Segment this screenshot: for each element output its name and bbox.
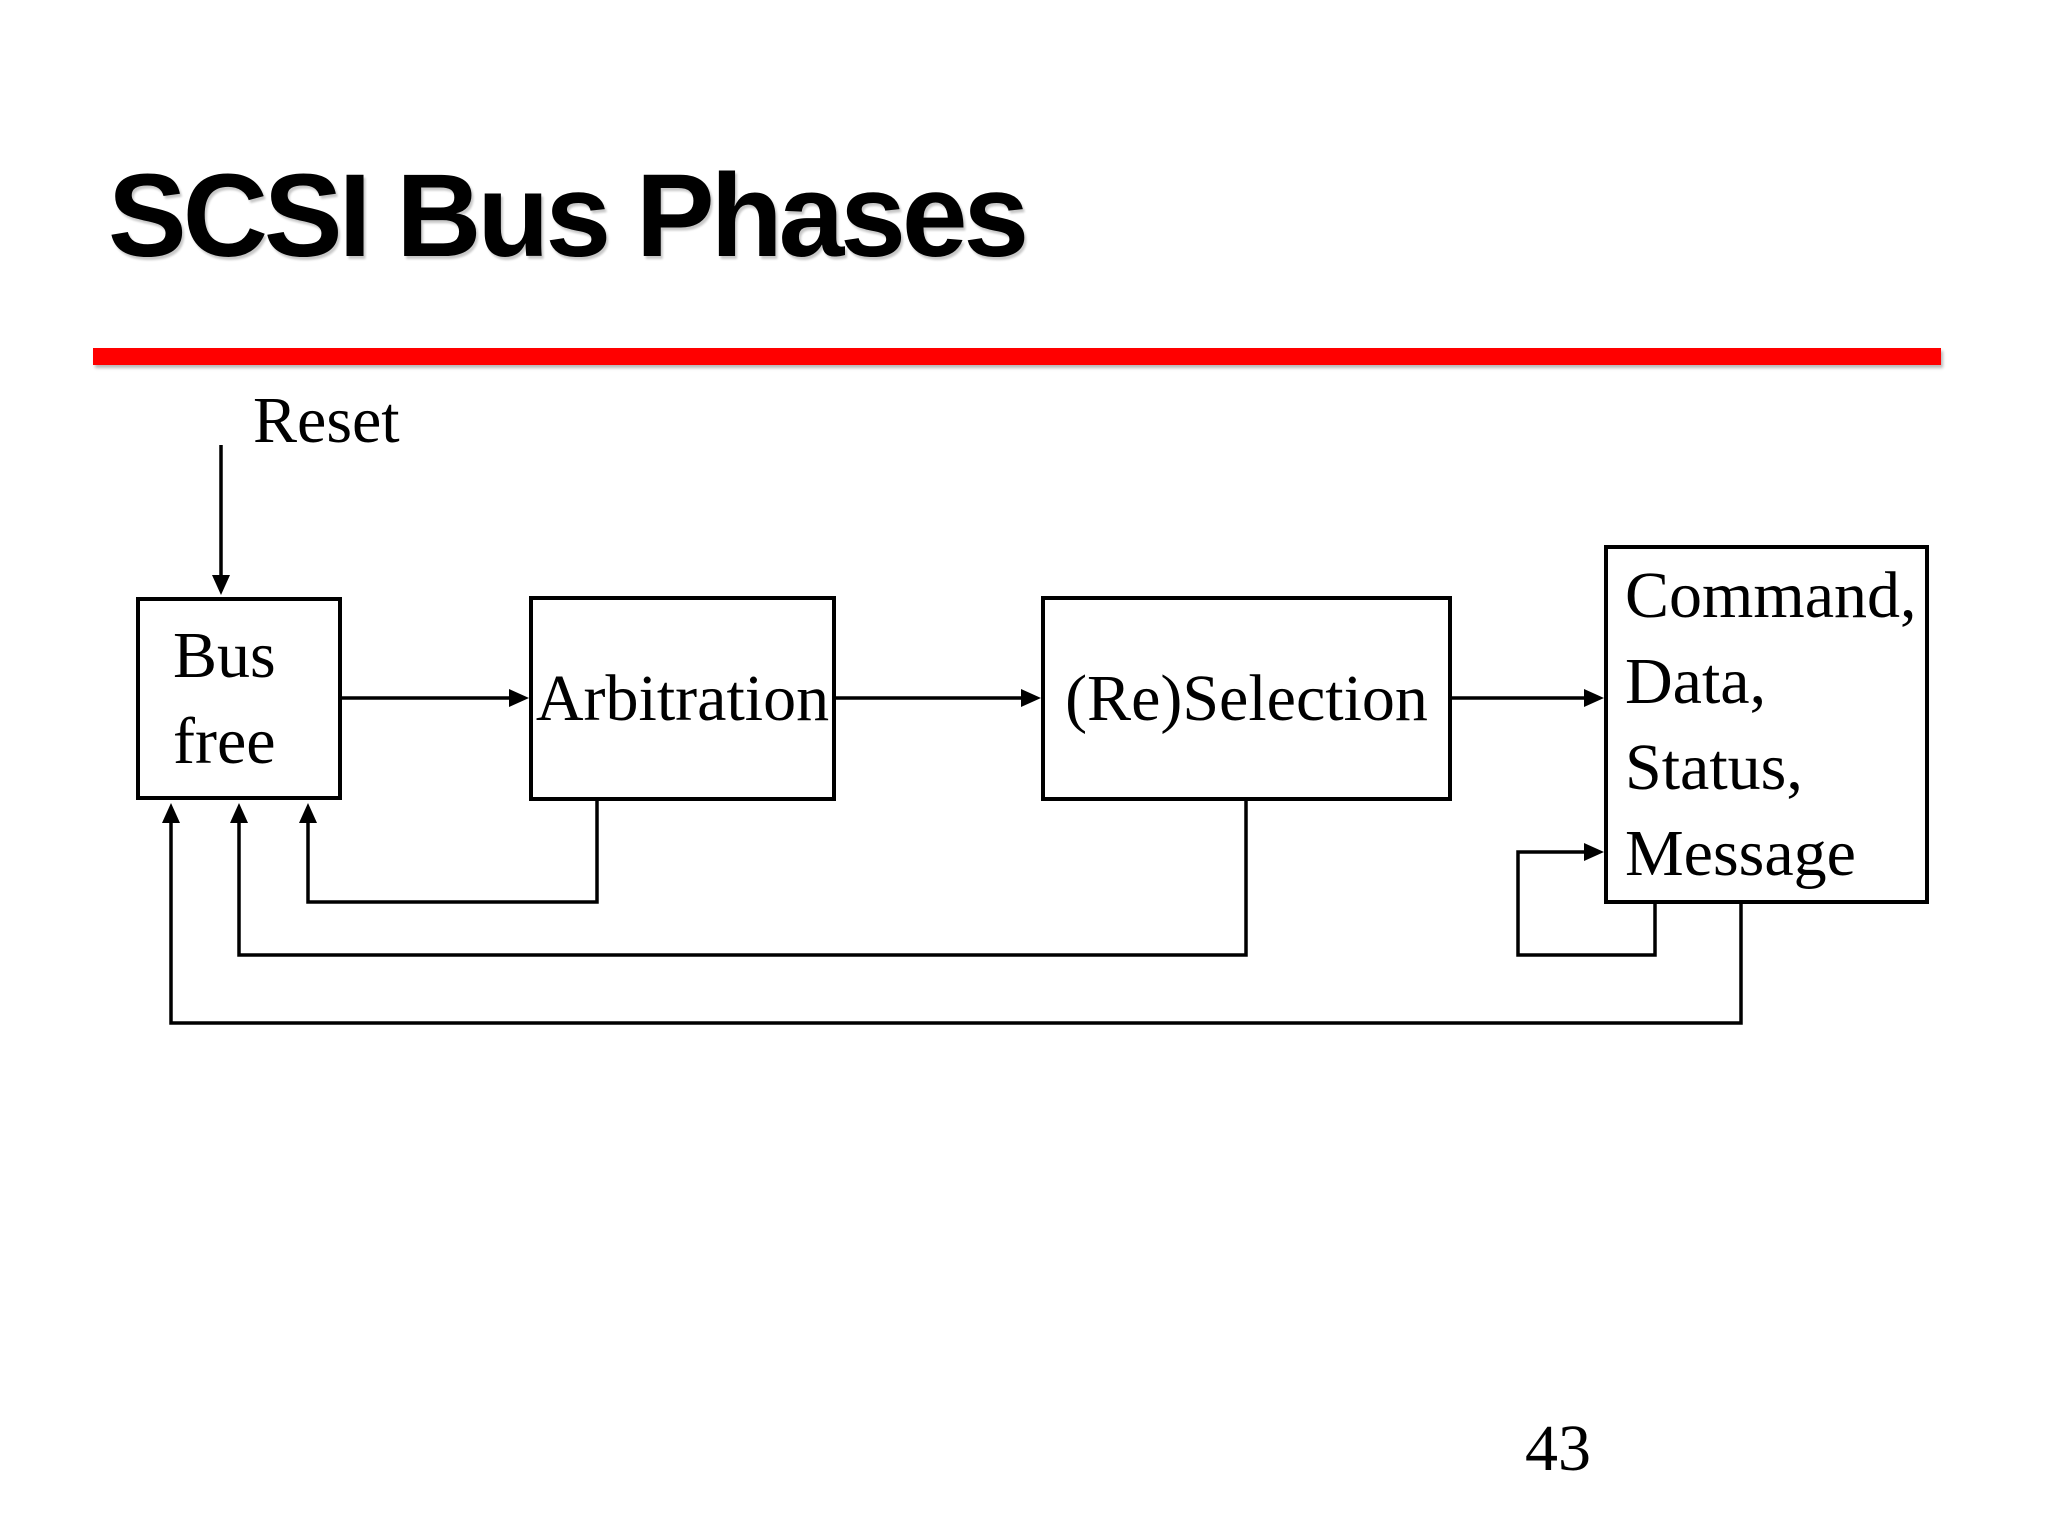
node-bus-free-line-2: free <box>173 704 276 778</box>
arrowhead-reset-to-bus-free <box>212 575 230 595</box>
slide-title: SCSI Bus Phases <box>108 150 1029 282</box>
node-bus-free: Bus free <box>136 597 342 800</box>
arrowhead-arbitration-to-reselection <box>1021 689 1041 707</box>
feedback-phases-to-bus-free <box>169 821 1743 1025</box>
arrowhead-reselection-to-phases <box>1584 689 1604 707</box>
node-phases-line-2: Data, <box>1625 644 1767 718</box>
arrowhead-feedback-reselection <box>230 803 248 823</box>
arrowhead-feedback-phases <box>162 803 180 823</box>
node-phases-line-1: Command, <box>1625 558 1917 632</box>
node-reselection: (Re)Selection <box>1041 596 1452 801</box>
page-number: 43 <box>1525 1412 1591 1485</box>
node-phases: Command, Data, Status, Message <box>1604 545 1929 904</box>
arrowhead-bus-free-to-arbitration <box>509 689 529 707</box>
title-accent-rule <box>93 348 1941 365</box>
arrowhead-self-loop-phases <box>1584 843 1604 861</box>
arrowhead-feedback-arbitration <box>299 803 317 823</box>
node-arbitration-label: Arbitration <box>535 661 830 735</box>
feedback-arbitration-to-bus-free <box>306 801 599 904</box>
node-phases-line-4: Message <box>1625 816 1856 890</box>
node-arbitration: Arbitration <box>529 596 836 801</box>
reset-label: Reset <box>253 384 400 457</box>
feedback-reselection-to-bus-free <box>237 801 1248 957</box>
node-phases-line-3: Status, <box>1625 730 1803 804</box>
node-reselection-label: (Re)Selection <box>1065 661 1428 735</box>
node-bus-free-line-1: Bus <box>173 618 276 692</box>
